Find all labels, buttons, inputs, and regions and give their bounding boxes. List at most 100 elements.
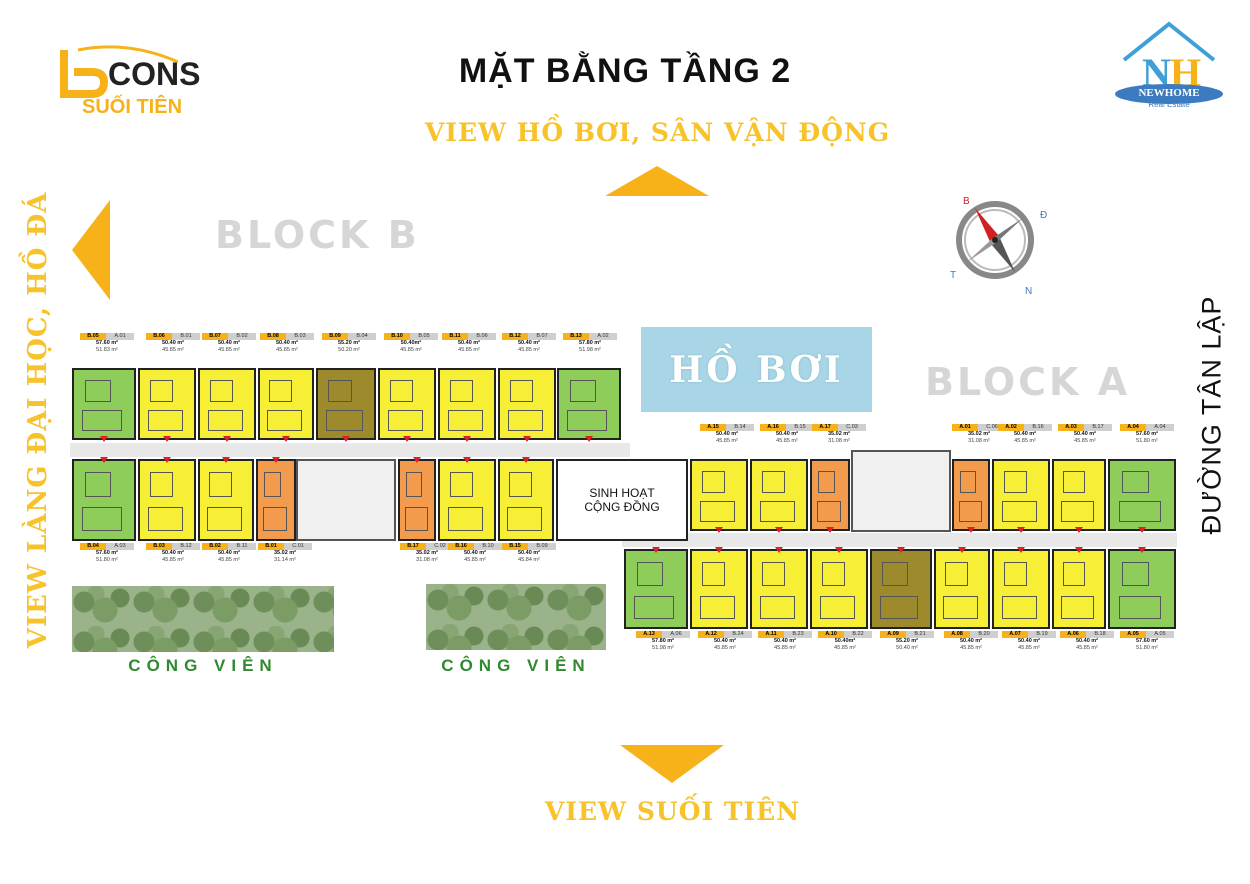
unit-door-marker: [523, 436, 531, 442]
unit-code: B.10: [384, 333, 410, 340]
unit-type-ref: A.02: [589, 333, 617, 340]
unit-code: A.04: [1120, 424, 1146, 431]
community-room: SINH HOẠT CỘNG ĐỒNG: [556, 459, 688, 541]
block-a-corridor: [622, 533, 1177, 547]
unit-area-gross: 50.40 m²: [217, 550, 240, 556]
apartment-unit-a-04[interactable]: [1108, 459, 1176, 531]
apartment-unit-b-07[interactable]: [198, 368, 256, 440]
unit-code: A.02: [998, 424, 1024, 431]
newhome-logo-text: NEWHOME: [1138, 87, 1200, 99]
apartment-unit-a-05[interactable]: [1108, 549, 1176, 629]
apartment-unit-a-10[interactable]: [810, 549, 868, 629]
unit-area-net: 45.85 m²: [162, 347, 184, 353]
apartment-unit-b-11[interactable]: [438, 368, 496, 440]
unit-area-net: 45.85 m²: [464, 557, 486, 563]
bcons-logo-sub: SUỐI TIÊN: [82, 96, 183, 118]
unit-area-gross: 55.20 m²: [895, 638, 918, 644]
unit-area-gross: 57.60 m²: [95, 340, 118, 346]
apartment-unit-a-11[interactable]: [750, 549, 808, 629]
unit-code: B.02: [202, 543, 228, 550]
apartment-unit-a-16[interactable]: [750, 459, 808, 531]
pool-area: HỒ BƠI: [641, 327, 872, 412]
apartment-unit-b-13[interactable]: [557, 368, 621, 440]
apartment-unit-b-15[interactable]: [498, 459, 554, 541]
unit-door-marker: [222, 457, 230, 463]
unit-area-gross: 50.40 m²: [1075, 638, 1098, 644]
apartment-unit-a-02[interactable]: [992, 459, 1050, 531]
unit-code: A.08: [944, 631, 970, 638]
apartment-unit-b-12[interactable]: [498, 368, 556, 440]
unit-area-net: 51.83 m²: [96, 347, 118, 353]
apartment-unit-a-15[interactable]: [690, 459, 748, 531]
park-right-label: CÔNG VIÊN: [441, 656, 591, 675]
apartment-unit-a-03[interactable]: [1052, 459, 1106, 531]
apartment-unit-b-02[interactable]: [198, 459, 254, 541]
unit-area-gross: 35.02 m²: [415, 550, 438, 556]
unit-type-ref: B.02: [228, 333, 256, 340]
unit-type-ref: B.06: [468, 333, 496, 340]
unit-door-marker: [163, 457, 171, 463]
unit-area-gross: 57.80 m²: [578, 340, 601, 346]
apartment-unit-b-17[interactable]: [398, 459, 436, 541]
apartment-unit-a-06[interactable]: [1052, 549, 1106, 629]
unit-area-net: 51.80 m²: [1136, 438, 1158, 444]
unit-type-ref: A.01: [106, 333, 134, 340]
unit-door-marker: [775, 547, 783, 553]
apartment-unit-b-03[interactable]: [138, 459, 196, 541]
community-room-line2: CỘNG ĐỒNG: [584, 500, 660, 514]
apartment-unit-b-06[interactable]: [138, 368, 196, 440]
unit-area-net: 31.14 m²: [274, 557, 296, 563]
compass-d-label: Đ: [1040, 210, 1048, 221]
unit-code: B.08: [260, 333, 286, 340]
unit-area-net: 51.80 m²: [96, 557, 118, 563]
unit-area-net: 51.80 m²: [1136, 645, 1158, 651]
apartment-unit-b-09[interactable]: [316, 368, 376, 440]
unit-area-gross: 50.40 m²: [463, 550, 486, 556]
community-room-line1: SINH HOẠT: [589, 486, 655, 500]
unit-door-marker: [223, 436, 231, 442]
apartment-unit-a-17[interactable]: [810, 459, 850, 531]
apartment-unit-a-01[interactable]: [952, 459, 990, 531]
apartment-unit-a-13[interactable]: [624, 549, 688, 629]
unit-type-ref: B.17: [1084, 424, 1112, 431]
apartment-unit-a-12[interactable]: [690, 549, 748, 629]
unit-door-marker: [897, 547, 905, 553]
apartment-unit-a-08[interactable]: [934, 549, 990, 629]
unit-type-ref: B.19: [1028, 631, 1056, 638]
unit-type-ref: C.02: [426, 543, 454, 550]
unit-area-net: 45.85 m²: [776, 438, 798, 444]
apartment-unit-b-05[interactable]: [72, 368, 136, 440]
unit-area-net: 51.98 m²: [652, 645, 674, 651]
apartment-unit-b-16[interactable]: [438, 459, 496, 541]
unit-code: B.17: [400, 543, 426, 550]
apartment-unit-b-01[interactable]: [256, 459, 296, 541]
unit-area-net: 50.40 m²: [896, 645, 918, 651]
apartment-unit-a-09[interactable]: [870, 549, 932, 629]
unit-area-gross: 57.60 m²: [95, 550, 118, 556]
apartment-unit-b-04[interactable]: [72, 459, 136, 541]
unit-door-marker: [403, 436, 411, 442]
unit-area-gross: 50.40 m²: [1017, 638, 1040, 644]
apartment-unit-a-07[interactable]: [992, 549, 1050, 629]
unit-area-gross: 50.40 m²: [517, 340, 540, 346]
arrow-left-icon: [72, 200, 110, 300]
unit-type-ref: B.22: [844, 631, 872, 638]
apartment-unit-b-08[interactable]: [258, 368, 314, 440]
unit-area-net: 31.08 m²: [416, 557, 438, 563]
apartment-unit-b-10[interactable]: [378, 368, 436, 440]
unit-type-ref: C.03: [838, 424, 866, 431]
bcons-logo-text: CONS: [108, 56, 201, 92]
unit-area-gross: 35.02 m²: [273, 550, 296, 556]
stair-core-b: [296, 459, 396, 541]
unit-code: B.11: [442, 333, 468, 340]
unit-door-marker: [282, 436, 290, 442]
